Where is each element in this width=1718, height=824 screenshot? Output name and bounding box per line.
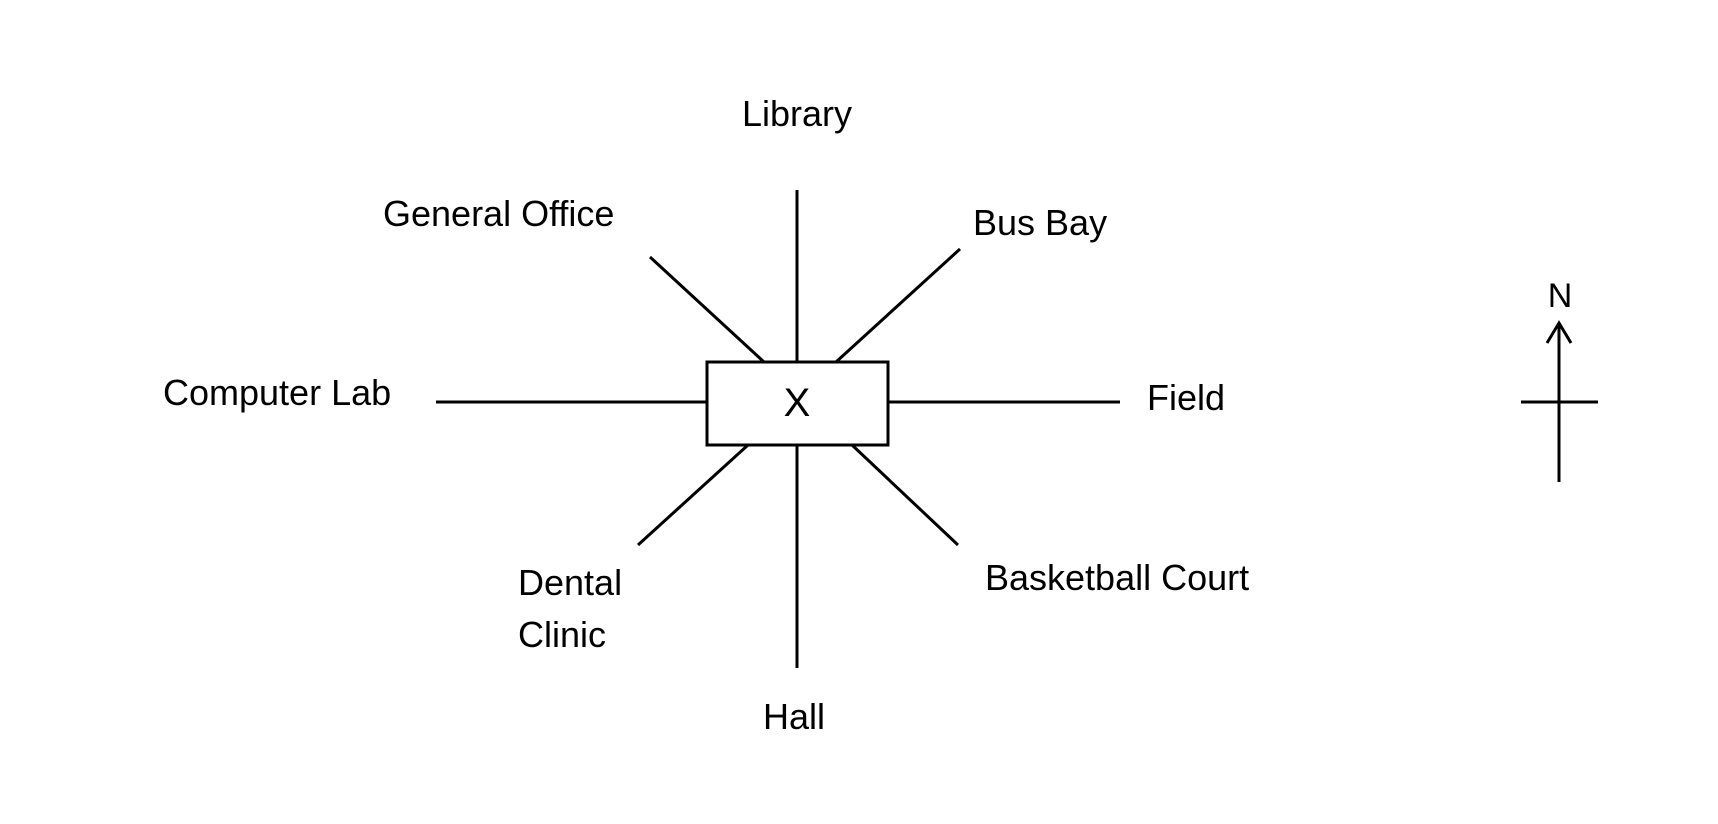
compass-north-label: N xyxy=(1548,277,1573,315)
label-south: Hall xyxy=(763,696,825,737)
label-west: Computer Lab xyxy=(163,372,391,413)
label-southwest-line1: Dental xyxy=(518,562,622,603)
spoke-northwest xyxy=(648,255,766,364)
center-box xyxy=(705,360,890,447)
spoke-southwest xyxy=(636,443,750,547)
spoke-southeast xyxy=(850,443,960,547)
label-southwest-line2: Clinic xyxy=(518,614,606,655)
label-northwest: General Office xyxy=(383,193,614,234)
compass-arrowhead xyxy=(1545,320,1573,344)
label-north: Library xyxy=(742,93,852,134)
compass-icon: N xyxy=(1521,277,1598,482)
label-southeast: Basketball Court xyxy=(985,557,1249,598)
label-northeast: Bus Bay xyxy=(973,202,1107,243)
label-east: Field xyxy=(1147,377,1225,418)
spoke-northeast xyxy=(834,247,962,364)
center-label: X xyxy=(784,381,811,425)
